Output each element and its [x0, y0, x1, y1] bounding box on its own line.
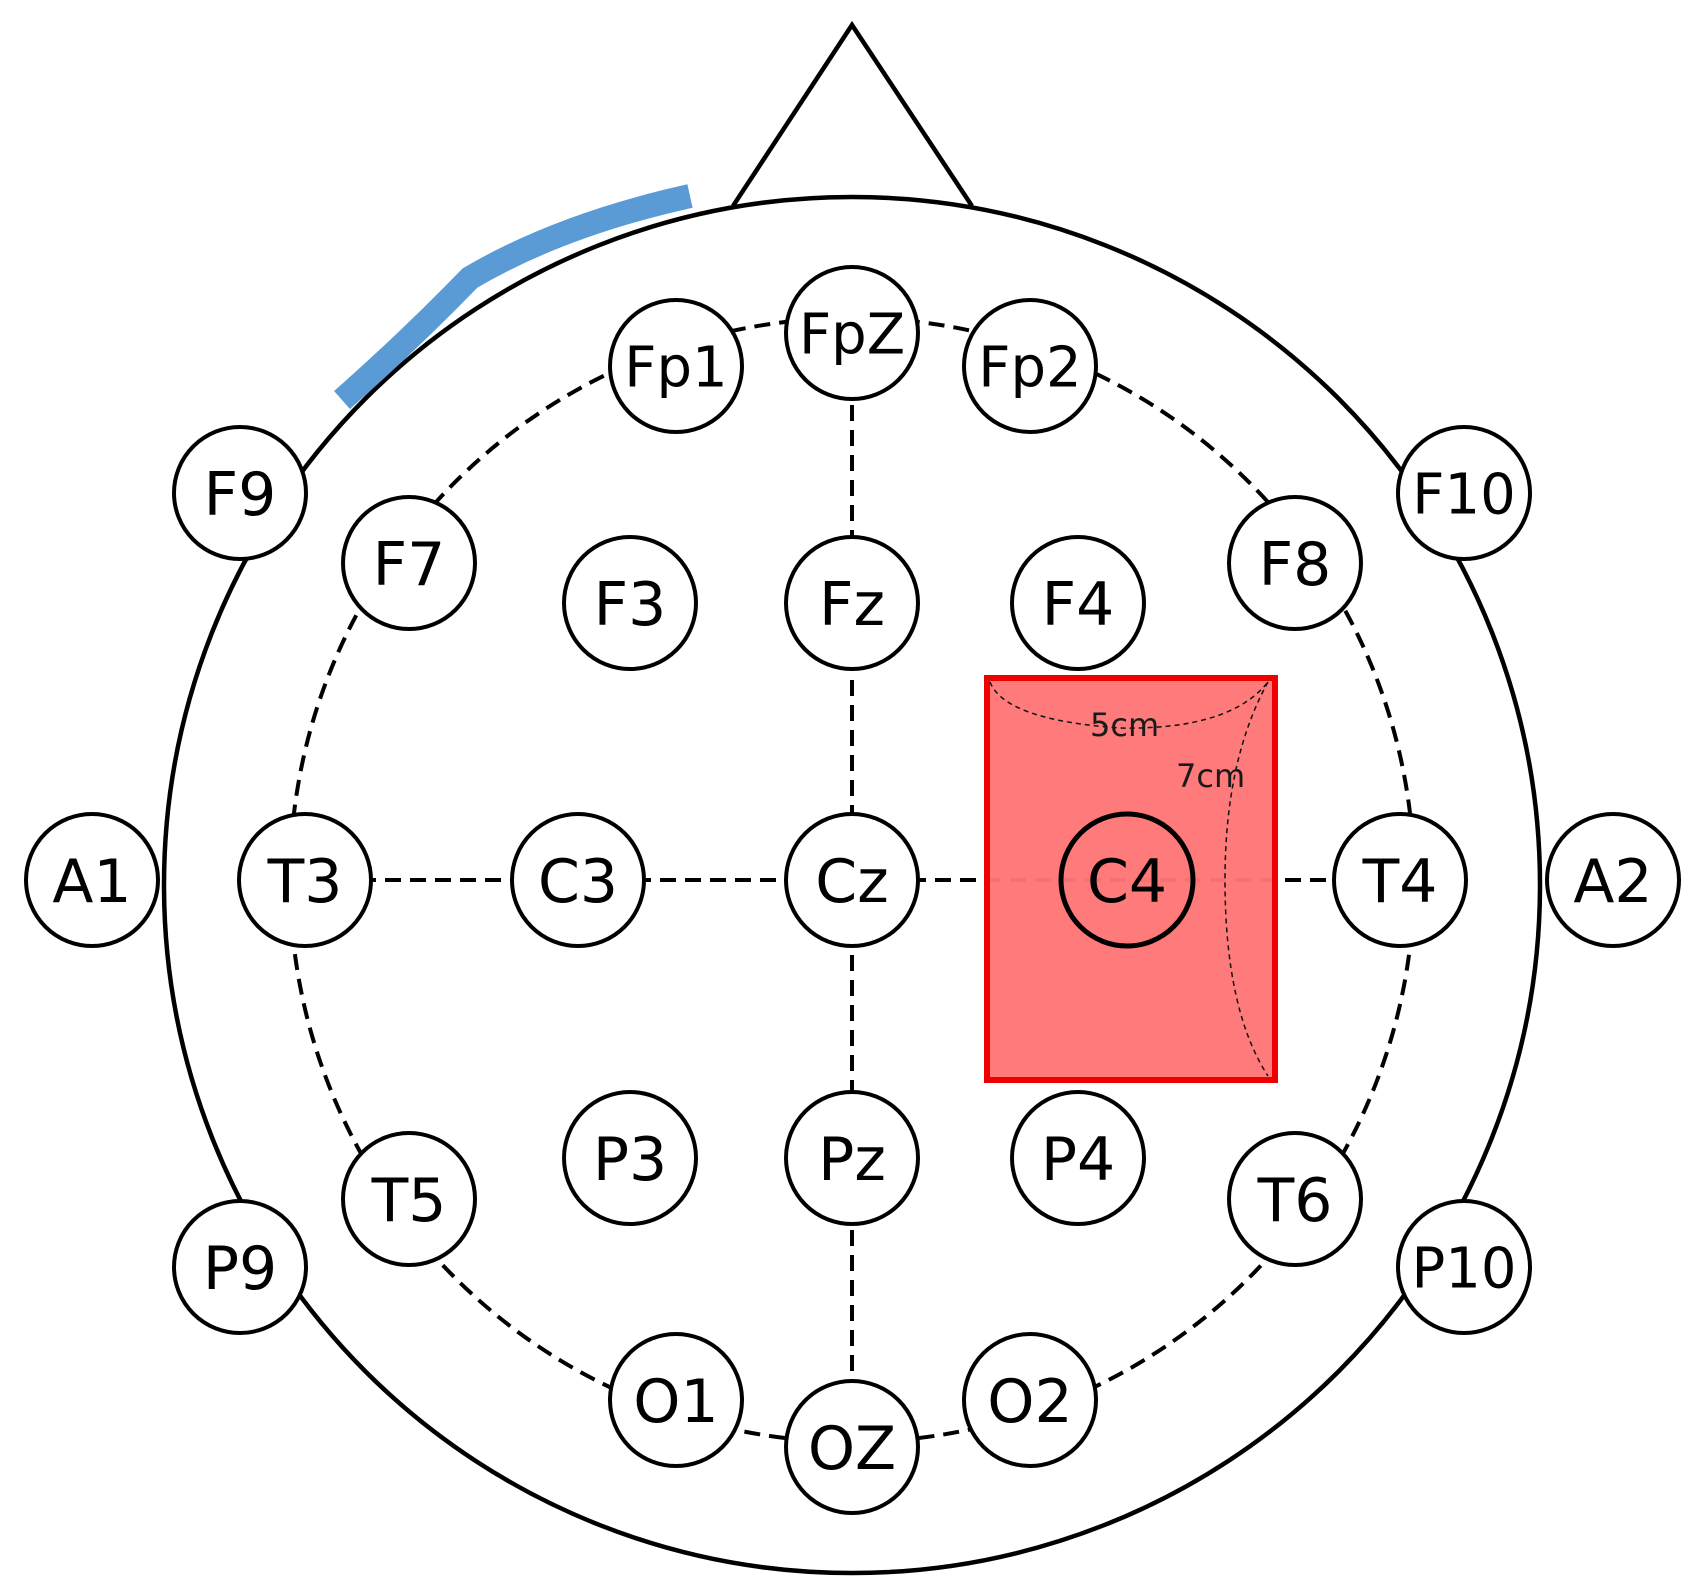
- electrode-p4-circle: [1010, 1090, 1146, 1226]
- electrode-o1-label: O1: [633, 1367, 718, 1437]
- head-outline: [161, 194, 1543, 1576]
- electrode-fz: Fz: [784, 535, 920, 671]
- electrode-pz: Pz: [784, 1090, 920, 1226]
- electrode-fp1-circle: [608, 298, 744, 434]
- electrode-f4: F4: [1010, 535, 1146, 671]
- electrode-t5-circle: [341, 1131, 477, 1267]
- electrode-f7-circle: [341, 495, 477, 631]
- electrode-pz-label: Pz: [818, 1125, 886, 1195]
- width-label: 5cm: [1090, 706, 1159, 744]
- electrode-f3-circle: [562, 535, 698, 671]
- electrode-t5-label: T5: [371, 1166, 447, 1236]
- electrode-oz-circle: [784, 1379, 920, 1515]
- electrode-f10-circle: [1396, 425, 1532, 561]
- electrode-f8-circle: [1227, 495, 1363, 631]
- electrode-f9-label: F9: [204, 460, 277, 530]
- electrode-p10: P10: [1396, 1199, 1532, 1335]
- electrode-cz-label: Cz: [815, 847, 888, 917]
- electrode-t3-circle: [237, 812, 373, 948]
- electrode-p10-label: P10: [1411, 1237, 1516, 1302]
- electrode-c4-label: C4: [1087, 847, 1167, 917]
- electrode-c3-circle: [510, 812, 646, 948]
- electrode-fpz-label: FpZ: [799, 303, 905, 368]
- electrode-fp2: Fp2: [962, 298, 1098, 434]
- electrode-f3-label: F3: [594, 570, 667, 640]
- electrode-t3: T3: [237, 812, 373, 948]
- electrode-o2-circle: [962, 1332, 1098, 1468]
- electrode-p3-circle: [562, 1090, 698, 1226]
- reference-electrode-pad: [334, 184, 693, 409]
- electrode-o2-label: O2: [987, 1367, 1072, 1437]
- electrode-fp1-label: Fp1: [624, 336, 727, 401]
- electrode-p4: P4: [1010, 1090, 1146, 1226]
- electrode-a2-circle: [1545, 812, 1681, 948]
- electrode-fp2-circle: [962, 298, 1098, 434]
- electrode-f7: F7: [341, 495, 477, 631]
- electrode-f10-label: F10: [1412, 463, 1515, 528]
- electrode-t3-label: T3: [267, 847, 343, 917]
- electrode-t4-label: T4: [1362, 847, 1438, 917]
- electrode-fpz-circle: [784, 265, 920, 401]
- electrode-fz-label: Fz: [819, 570, 885, 640]
- electrode-a2: A2: [1545, 812, 1681, 948]
- electrode-c4-circle: [1058, 811, 1196, 949]
- electrode-p4-label: P4: [1041, 1125, 1115, 1195]
- electrode-f3: F3: [562, 535, 698, 671]
- electrode-oz-label: OZ: [808, 1414, 896, 1484]
- electrode-fpz: FpZ: [784, 265, 920, 401]
- electrode-t4-circle: [1332, 812, 1468, 948]
- electrode-fp1: Fp1: [608, 298, 744, 434]
- electrode-c4: C4: [1058, 811, 1196, 949]
- nose: [731, 20, 974, 208]
- electrode-f9: F9: [172, 425, 308, 561]
- electrode-f8-label: F8: [1259, 530, 1332, 600]
- electrode-oz: OZ: [784, 1379, 920, 1515]
- electrode-a1-label: A1: [52, 847, 131, 917]
- electrode-t6: T6: [1227, 1131, 1363, 1267]
- electrode-c3-label: C3: [538, 847, 618, 917]
- height-measure-arc: [1224, 681, 1269, 1077]
- electrode-f10: F10: [1396, 425, 1532, 561]
- electrode-fz-circle: [784, 535, 920, 671]
- electrode-c3: C3: [510, 812, 646, 948]
- electrode-p9: P9: [172, 1199, 308, 1335]
- electrode-o1: O1: [608, 1332, 744, 1468]
- stimulation-pad-rect: [984, 675, 1278, 1083]
- electrode-pz-circle: [784, 1090, 920, 1226]
- electrode-a1: A1: [24, 812, 160, 948]
- electrode-o1-circle: [608, 1332, 744, 1468]
- electrode-p9-circle: [172, 1199, 308, 1335]
- electrode-cz: Cz: [784, 812, 920, 948]
- electrode-f4-circle: [1010, 535, 1146, 671]
- height-label: 7cm: [1176, 757, 1245, 795]
- stimulation-pad: 5cm 7cm: [984, 675, 1278, 1083]
- electrode-p9-label: P9: [203, 1234, 277, 1304]
- electrode-f7-label: F7: [373, 530, 446, 600]
- electrode-cz-circle: [784, 812, 920, 948]
- electrode-t4: T4: [1332, 812, 1468, 948]
- width-measure-arc: [989, 681, 1269, 729]
- electrode-p10-circle: [1396, 1199, 1532, 1335]
- electrode-o2: O2: [962, 1332, 1098, 1468]
- electrode-p3-label: P3: [593, 1125, 667, 1195]
- electrode-a1-circle: [24, 812, 160, 948]
- electrode-f8: F8: [1227, 495, 1363, 631]
- electrode-t5: T5: [341, 1131, 477, 1267]
- electrode-p3: P3: [562, 1090, 698, 1226]
- electrode-f4-label: F4: [1042, 570, 1115, 640]
- electrode-t6-circle: [1227, 1131, 1363, 1267]
- electrode-fp2-label: Fp2: [978, 336, 1081, 401]
- electrode-a2-label: A2: [1573, 847, 1652, 917]
- electrode-t6-label: T6: [1257, 1166, 1333, 1236]
- electrode-f9-circle: [172, 425, 308, 561]
